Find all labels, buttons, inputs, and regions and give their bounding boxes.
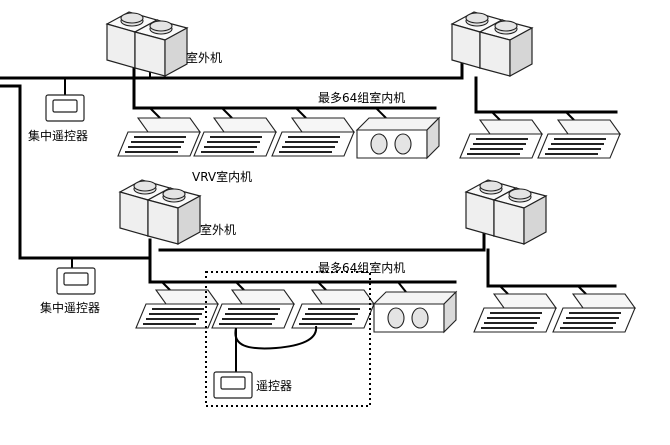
indoor-cassette — [473, 293, 557, 333]
remote-group-box — [205, 271, 371, 407]
indoor-duct-unit — [356, 117, 440, 159]
central-controller-top — [45, 94, 85, 122]
outdoor-unit-label-bottom: 室外机 — [200, 222, 236, 237]
indoor-cassette — [193, 117, 277, 157]
outdoor-unit-label-top: 室外机 — [186, 50, 222, 65]
bottom-refrigerant-pipe — [158, 226, 486, 252]
outdoor-unit-bottom-left — [119, 179, 201, 245]
indoor-max-label-bottom: 最多64组室内机 — [318, 260, 405, 275]
indoor-max-label-top: 最多64组室内机 — [318, 90, 405, 105]
vrv-indoor-label: VRV室内机 — [192, 169, 252, 184]
indoor-cassette — [459, 119, 543, 159]
top-refrigerant-pipe — [148, 58, 464, 80]
indoor-duct-unit — [373, 291, 457, 333]
central-controller-bottom — [56, 267, 96, 295]
remote-controller-label: 遥控器 — [256, 379, 292, 393]
bottom-left-branch — [148, 238, 164, 284]
outdoor-unit-top-right — [451, 11, 533, 77]
indoor-cassette — [271, 117, 355, 157]
remote-link-wire — [234, 325, 318, 350]
indoor-cassette — [552, 293, 636, 333]
top-left-branch — [132, 64, 150, 110]
outdoor-unit-bottom-right — [465, 179, 547, 245]
central-controller-label-top: 集中遥控器 — [28, 128, 88, 143]
outdoor-unit-top-left — [106, 11, 188, 77]
indoor-cassette — [537, 119, 621, 159]
central-controller-label-bottom: 集中遥控器 — [40, 300, 100, 315]
control-trunk-line — [0, 84, 152, 260]
remote-controller — [213, 371, 253, 399]
indoor-cassette — [211, 289, 295, 329]
indoor-cassette — [291, 289, 375, 329]
indoor-cassette — [117, 117, 201, 157]
